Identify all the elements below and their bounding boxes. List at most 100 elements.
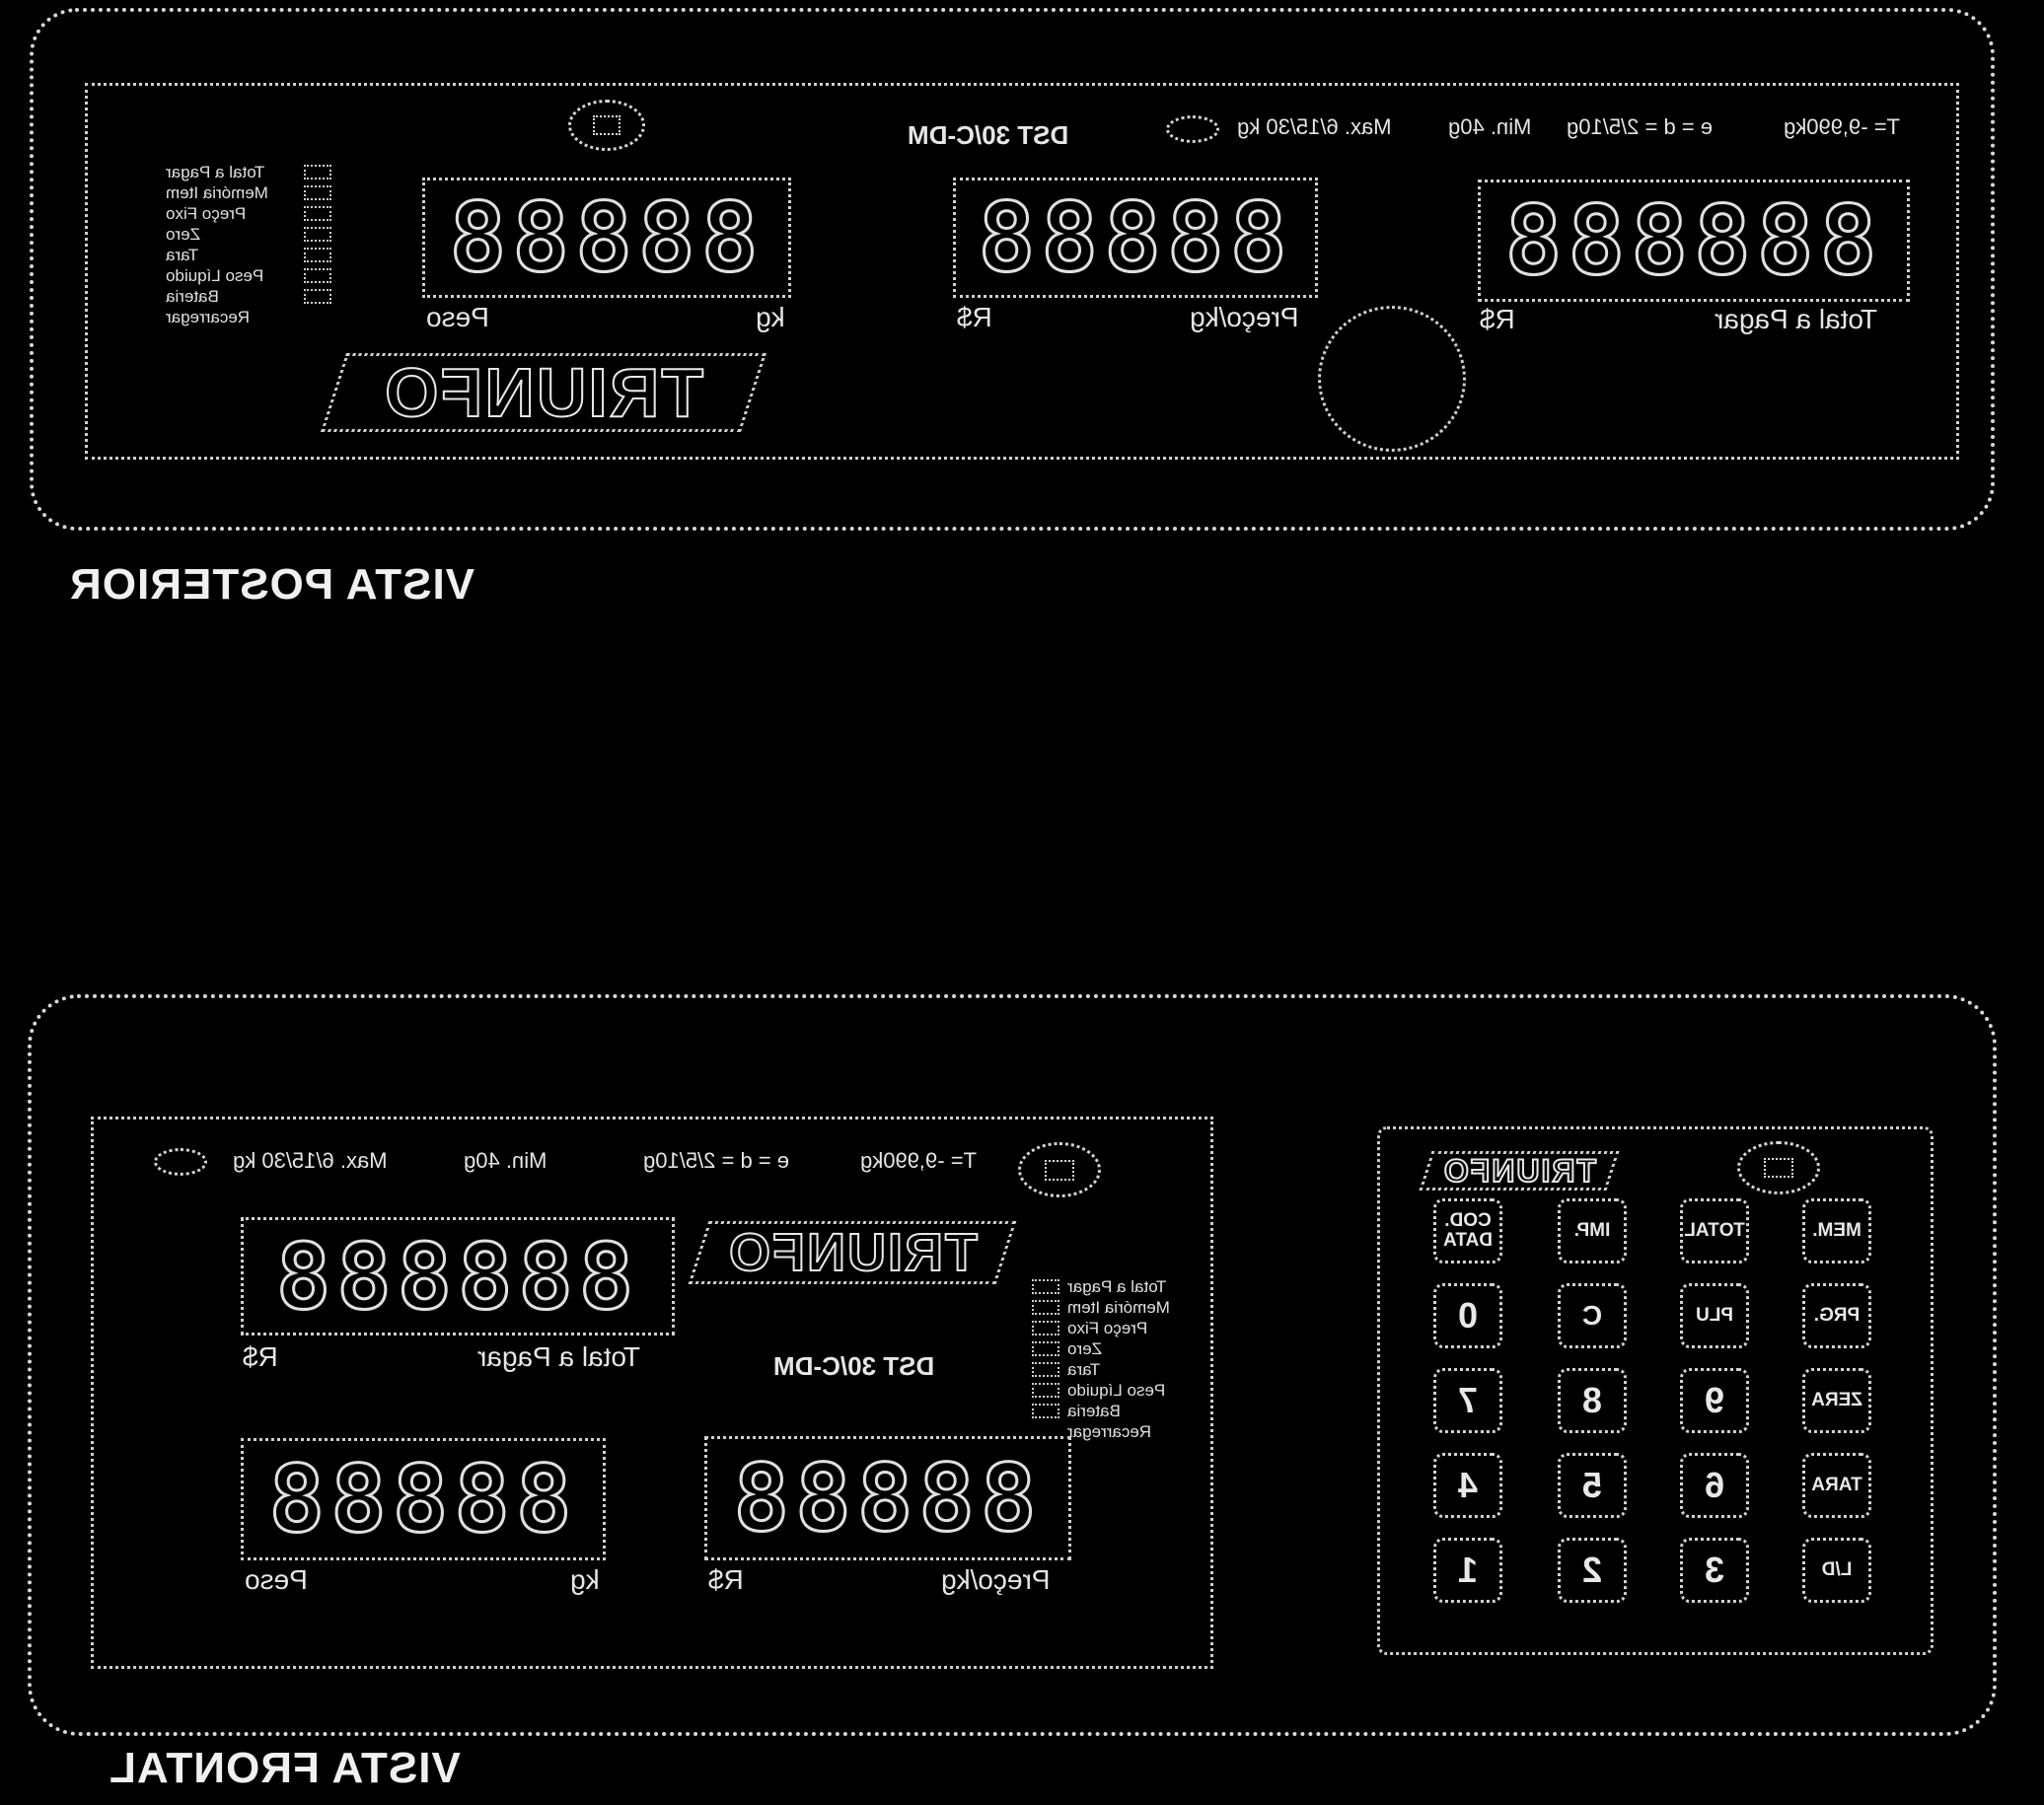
rear-view-caption: VISTA POSTERIOR <box>69 560 475 609</box>
indicator-lamp <box>1032 1321 1059 1336</box>
front-brand-logo: TRIUNFO <box>688 1221 1017 1284</box>
key-7[interactable]: 7 <box>1433 1368 1502 1433</box>
indicator-label: Zero <box>1067 1338 1102 1358</box>
rear-spec-tare: T= -9,990kg <box>1784 114 1901 139</box>
indicator-lamp <box>304 185 331 200</box>
peso-digits: 88888 <box>448 181 765 295</box>
inmetro-seal-icon <box>1018 1142 1101 1197</box>
front-indicator-list: Total a Pagar Memória Item Preço Fixo Ze… <box>1032 1276 1170 1442</box>
sensor-window-icon <box>1318 306 1466 452</box>
indicator-label: Tara <box>166 245 199 264</box>
indicator-label: Memória Item <box>1067 1297 1170 1317</box>
front-total-display: 888888 <box>241 1217 675 1336</box>
indicator-lamp <box>304 206 331 221</box>
key-9[interactable]: 9 <box>1680 1368 1749 1433</box>
front-model-label: DST 30/C-DM <box>773 1351 935 1381</box>
key-1[interactable]: 1 <box>1433 1538 1502 1603</box>
indicator-label: Tara <box>1067 1359 1101 1379</box>
indicator-lamp <box>304 227 331 242</box>
key-0[interactable]: 0 <box>1433 1283 1502 1348</box>
inmetro-seal-icon <box>1737 1141 1820 1194</box>
total-digits: 888888 <box>274 1222 640 1331</box>
brand-text: TRIUNFO <box>382 353 704 432</box>
indicator-label: Total a Pagar <box>1067 1276 1167 1296</box>
key-5[interactable]: 5 <box>1558 1453 1627 1518</box>
indicator-lamp <box>1032 1279 1059 1294</box>
keypad-panel: TRIUNFO COD. DATA IMP. TOTAL MEM. 0 C PL… <box>1377 1126 1934 1655</box>
rear-preco-display: 88888 <box>953 178 1318 298</box>
rear-view-panel <box>85 83 1959 460</box>
rear-model-label: DST 30/C-DM <box>908 120 1069 150</box>
indicator-lamp <box>304 165 331 180</box>
indicator-label: Bateria <box>1067 1401 1121 1420</box>
indicator-label: Recarregar <box>1067 1421 1152 1441</box>
indicator-lamp <box>304 289 331 304</box>
front-view-panel <box>91 1117 1213 1669</box>
front-total-currency: R$ <box>243 1341 278 1372</box>
indicator-lamp <box>1032 1404 1059 1418</box>
keypad-brand-logo: TRIUNFO <box>1419 1151 1620 1191</box>
peso-digits: 88888 <box>267 1444 578 1554</box>
indicator-lamp <box>1032 1362 1059 1377</box>
preco-digits: 88888 <box>977 181 1293 295</box>
front-preco-display: 88888 <box>704 1436 1071 1560</box>
total-digits: 888888 <box>1503 184 1883 298</box>
indicator-label: Peso Líquido <box>166 265 264 285</box>
front-view-caption: VISTA FRONTAL <box>109 1744 461 1792</box>
rear-peso-display: 88888 <box>422 178 791 298</box>
front-spec-tare: T= -9,990kg <box>860 1148 978 1173</box>
front-spec-max: Max. 6/15/30 kg <box>233 1148 388 1173</box>
key-8[interactable]: 8 <box>1558 1368 1627 1433</box>
rear-view-housing <box>30 8 1995 531</box>
front-peso-label: Peso <box>245 1564 308 1595</box>
preco-digits: 88888 <box>732 1443 1043 1553</box>
rear-indicator-list: Total a Pagar Memória Item Preço Fixo Ze… <box>166 162 331 327</box>
rear-spec-e-d: e = d = 2/5/10g <box>1567 114 1714 139</box>
key-2[interactable]: 2 <box>1558 1538 1627 1603</box>
key-total[interactable]: TOTAL <box>1680 1198 1749 1264</box>
rear-total-display: 888888 <box>1478 180 1910 302</box>
indicator-label: Preço Fixo <box>166 203 247 223</box>
key-mem[interactable]: MEM. <box>1802 1198 1871 1264</box>
rear-preco-label: Preço/kg <box>1190 302 1299 332</box>
indicator-label: Zero <box>166 224 200 244</box>
key-cod-data[interactable]: COD. DATA <box>1433 1198 1502 1264</box>
key-plu[interactable]: PLU <box>1680 1283 1749 1348</box>
accuracy-class-icon <box>1166 115 1219 143</box>
front-total-label: Total a Pagar <box>477 1341 640 1372</box>
rear-preco-currency: R$ <box>957 302 992 332</box>
key-zera[interactable]: ZERA <box>1802 1368 1871 1433</box>
indicator-label: Recarregar <box>166 307 251 326</box>
brand-text: TRIUNFO <box>726 1222 979 1283</box>
front-preco-label: Preço/kg <box>941 1564 1051 1595</box>
rear-brand-logo: TRIUNFO <box>321 353 766 432</box>
indicator-label: Bateria <box>166 286 219 306</box>
front-spec-e-d: e = d = 2/5/10g <box>643 1148 790 1173</box>
key-4[interactable]: 4 <box>1433 1453 1502 1518</box>
front-preco-currency: R$ <box>708 1564 744 1595</box>
front-peso-display: 88888 <box>241 1438 606 1560</box>
key-6[interactable]: 6 <box>1680 1453 1749 1518</box>
indicator-lamp <box>1032 1300 1059 1315</box>
brand-text: TRIUNFO <box>1441 1152 1597 1190</box>
key-l-d[interactable]: L/D <box>1802 1538 1871 1603</box>
indicator-lamp <box>1032 1383 1059 1398</box>
indicator-label: Total a Pagar <box>166 162 265 181</box>
key-tara[interactable]: TARA <box>1802 1453 1871 1518</box>
indicator-lamp <box>304 248 331 262</box>
key-prg[interactable]: PRG. <box>1802 1283 1871 1348</box>
accuracy-class-icon <box>154 1148 207 1176</box>
indicator-label: Preço Fixo <box>1067 1318 1148 1337</box>
key-clear[interactable]: C <box>1558 1283 1627 1348</box>
rear-total-label: Total a Pagar <box>1715 304 1877 334</box>
front-view-housing <box>28 994 1997 1736</box>
rear-total-currency: R$ <box>1480 304 1515 334</box>
rear-peso-unit: kg <box>756 302 785 332</box>
indicator-lamp <box>1032 1341 1059 1356</box>
front-spec-min: Min. 40g <box>464 1148 548 1173</box>
indicator-label: Memória Item <box>166 182 268 202</box>
key-3[interactable]: 3 <box>1680 1538 1749 1603</box>
key-imp[interactable]: IMP. <box>1558 1198 1627 1264</box>
front-peso-unit: kg <box>570 1564 600 1595</box>
rear-spec-max: Max. 6/15/30 kg <box>1237 114 1392 139</box>
